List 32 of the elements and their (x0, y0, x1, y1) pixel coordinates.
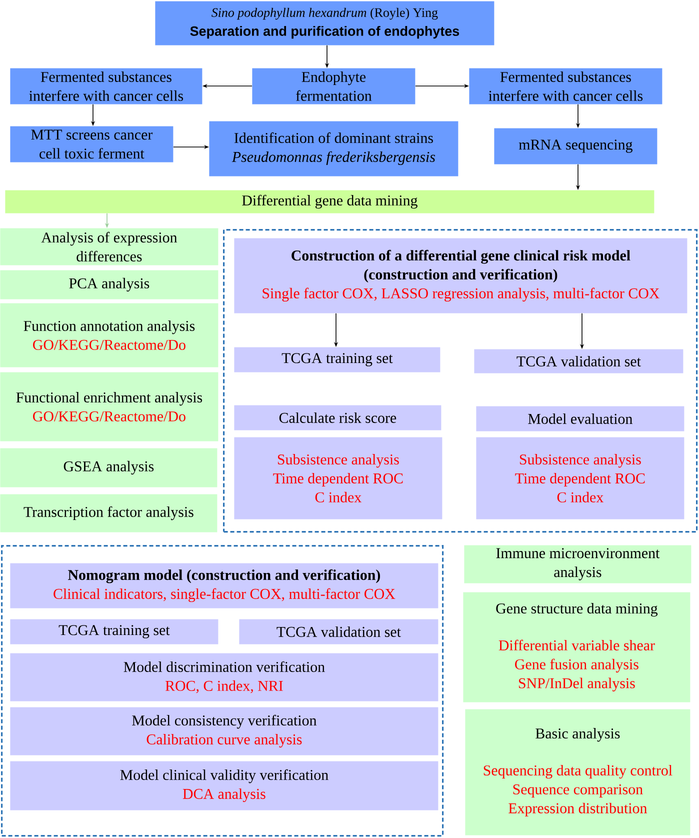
process-box: Identification of dominant strains Pseudomonnas frederiksbergensis (209, 121, 458, 176)
analysis-box: Construction of a differential gene clinical risk model (construction and verification) Single factor COX, LASSO regression analysis, multi-factor COX (234, 238, 688, 314)
analysis-box: Model consistency verification Calibration curve analysis (10, 707, 438, 756)
process-box: MTT screens cancer cell toxic ferment (10, 126, 174, 162)
analysis-box: TCGA training set (234, 347, 440, 372)
analysis-box: Model clinical validity verification DCA analysis (10, 761, 438, 810)
analysis-box: Analysis of expression differences (0, 228, 218, 266)
analysis-box: Basic analysis Sequencing data quality control Sequence comparison Expression distribution (465, 709, 690, 836)
analysis-box: Calculate risk score (234, 405, 442, 430)
analysis-box: PCA analysis (0, 270, 218, 300)
dashed-frame (1, 545, 444, 837)
process-box: Fermented substances interfere with cancer cells (469, 68, 662, 104)
analysis-box: GSEA analysis (0, 448, 218, 488)
analysis-box: Subsistence analysis Time dependent ROC C index (234, 437, 442, 520)
analysis-box: Model evaluation (476, 406, 684, 432)
banner-bar: Differential gene data mining (5, 190, 654, 214)
analysis-box: Model discrimination verification ROC, C index, NRI (10, 653, 438, 702)
process-box: Fermented substances interfere with cancer cells (10, 68, 202, 104)
analysis-box: TCGA validation set (474, 349, 684, 374)
process-box: Endophyte fermentation (252, 68, 416, 104)
analysis-box: Functional enrichment analysis GO/KEGG/Reactome/Do (0, 372, 218, 442)
analysis-box: TCGA training set (10, 619, 218, 644)
analysis-box: Nomogram model (construction and verification) Clinical indicators, single-factor COX, multi-factor COX (10, 563, 438, 608)
process-box: mRNA sequencing (494, 128, 658, 164)
analysis-box: Immune microenvironment analysis (464, 545, 692, 584)
dashed-frame (223, 229, 698, 533)
analysis-box: Gene structure data mining Differential variable shear Gene fusion analysis SNP/InDel analysis (463, 592, 690, 702)
process-box: Sino podophyllum hexandrum (Royle) Ying Separation and purification of endophytes (155, 1, 494, 46)
analysis-box: Subsistence analysis Time dependent ROC C index (476, 437, 684, 520)
analysis-box: Function annotation analysis GO/KEGG/Reactome/Do (0, 303, 218, 368)
analysis-box: TCGA validation set (239, 619, 438, 644)
analysis-box: Transcription factor analysis (0, 494, 218, 532)
